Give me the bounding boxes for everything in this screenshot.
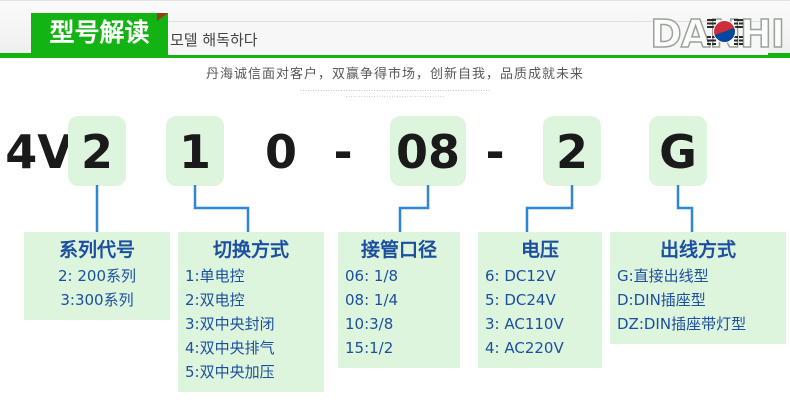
legend-box-item: 08: 1/4	[345, 291, 399, 309]
legend-box-item: 1:单电控	[185, 267, 245, 285]
legend-box-title: 出线方式	[659, 239, 736, 261]
model-code-segment: 4V	[5, 125, 73, 179]
header-shelf	[168, 21, 768, 55]
model-code-segment: -	[485, 125, 505, 179]
legend-box-item: 3:300系列	[60, 291, 134, 309]
model-code-segment-highlighted: 2	[543, 116, 601, 186]
legend-box: 接管口径 06: 1/8 08: 1/4 10:3/8 15:1/2	[338, 232, 460, 368]
tab-fold-corner-icon	[157, 13, 168, 21]
company-slogan: 丹海诚信面对客户，双赢争得市场，创新自我，品质成就未来	[205, 67, 584, 82]
legend-box-item: 6: DC12V	[485, 267, 556, 285]
legend-box-item: 5: DC24V	[485, 291, 556, 309]
legend-box-item: 2:双电控	[185, 291, 245, 309]
legend-box-item: G:直接出线型	[617, 267, 709, 285]
section-tab[interactable]: 型号解读	[31, 13, 168, 54]
legend-box-title: 接管口径	[360, 239, 437, 261]
legend-box: 切换方式 1:单电控 2:双电控 3:双中央封闭 4:双中央排气 5:双中央加压	[178, 232, 324, 392]
model-code-segment: -	[333, 125, 353, 179]
korean-flag-taegeuk-icon	[714, 21, 736, 42]
legend-box-title: 系列代号	[58, 239, 135, 261]
model-code-segment-highlighted: 08	[390, 116, 466, 186]
model-code-segment: 0	[264, 125, 297, 179]
legend-box-item: 06: 1/8	[345, 267, 399, 285]
legend-box-title: 切换方式	[212, 239, 289, 261]
legend-box: 系列代号 2: 200系列 3:300系列	[24, 232, 170, 320]
page-header: 型号解读 모델 해독하다 DANHI	[0, 0, 790, 58]
legend-box: 出线方式 G:直接出线型 D:DIN插座型 DZ:DIN插座带灯型	[610, 232, 786, 344]
legend-box: 电压 6: DC12V 5: DC24V 3: AC110V 4: AC220V	[478, 232, 602, 368]
slogan-rule-upper: ........................................…	[299, 84, 491, 93]
model-code-segment-highlighted: 1	[166, 116, 224, 186]
legend-box-item: 10:3/8	[345, 315, 394, 333]
legend-box-title: 电压	[520, 239, 559, 261]
model-code-segment-highlighted: G	[649, 116, 707, 186]
legend-box-item: 4: AC220V	[485, 339, 564, 357]
brand-logo: DANHI	[650, 14, 786, 54]
legend-box-item: 5:双中央加压	[185, 363, 275, 381]
legend-box-item: 3: AC110V	[485, 315, 564, 333]
model-code-segment-highlighted: 2	[68, 116, 126, 186]
slogan-rule-lower: .......................................	[345, 90, 445, 99]
header-green-rule	[0, 53, 790, 58]
legend-box-item: DZ:DIN插座带灯型	[617, 315, 747, 333]
section-tab-label: 型号解读	[49, 18, 150, 47]
korean-flag-trigram-icon	[707, 19, 744, 45]
legend-box-item: 4:双中央排气	[185, 339, 275, 357]
legend-box-item: 3:双中央封闭	[185, 315, 275, 333]
legend-box-item: D:DIN插座型	[617, 291, 706, 309]
legend-box-item: 15:1/2	[345, 339, 394, 357]
legend-box-item: 2: 200系列	[58, 267, 136, 285]
section-subtitle: 모델 해독하다	[170, 31, 258, 49]
